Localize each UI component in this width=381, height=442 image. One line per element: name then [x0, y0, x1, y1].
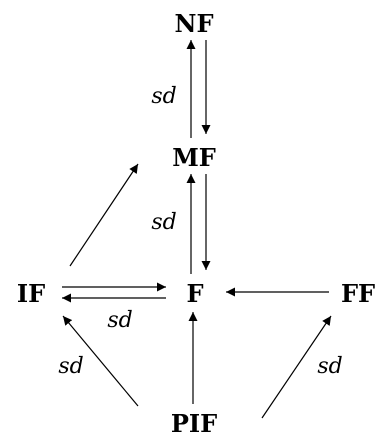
label-nf-mf: sd [151, 84, 176, 109]
node-if: IF [17, 279, 45, 308]
label-mf-f: sd [151, 210, 176, 235]
edge-if-to-mf [69, 163, 139, 267]
label-if-f: sd [107, 308, 132, 333]
edge-pif-to-ff [261, 315, 332, 419]
label-pif-ff: sd [317, 354, 342, 379]
node-f: F [186, 279, 203, 308]
node-mf: MF [172, 143, 216, 172]
node-ff: FF [341, 279, 375, 308]
node-nf: NF [175, 9, 214, 38]
label-pif-if: sd [58, 354, 83, 379]
edge-pif-to-if [62, 315, 139, 407]
node-pif: PIF [171, 409, 217, 438]
